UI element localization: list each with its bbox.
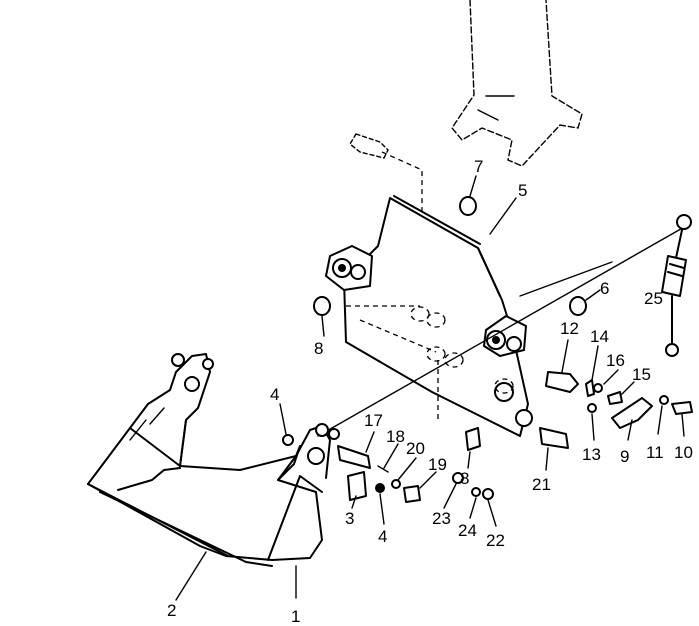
callout-21: 21 (532, 475, 551, 494)
callout-6: 6 (600, 279, 609, 298)
callout-22: 22 (486, 531, 505, 550)
callout-4: 4 (270, 385, 279, 404)
callout-9: 9 (620, 447, 629, 466)
callout-8: 8 (460, 469, 469, 488)
cylinder (661, 214, 692, 357)
callout-24: 24 (458, 521, 477, 540)
callout-7: 7 (474, 157, 483, 176)
leader-lines (175, 175, 685, 601)
callout-5: 5 (518, 181, 527, 200)
callout-16: 16 (606, 351, 625, 370)
callout-10: 10 (674, 443, 693, 462)
callout-2: 2 (167, 601, 176, 620)
assembly-axis-line-2 (519, 261, 613, 297)
callout-23: 23 (432, 509, 451, 528)
callout-19: 19 (428, 455, 447, 474)
callout-13: 13 (582, 445, 601, 464)
callout-3: 3 (345, 509, 354, 528)
boom-arm-outline (451, 0, 583, 167)
callout-18: 18 (386, 427, 405, 446)
assembly-axis-line (317, 225, 687, 437)
callout-25: 25 (644, 289, 663, 308)
callout-20: 20 (406, 439, 425, 458)
callout-11: 11 (646, 443, 664, 462)
callout-15: 15 (632, 365, 651, 384)
bucket (87, 353, 340, 567)
callout-labels: 1 2 3 4 4 5 6 7 8 8 9 10 11 12 13 14 15 … (167, 157, 693, 626)
callout-1: 1 (291, 607, 300, 626)
callout-14: 14 (590, 327, 609, 346)
mounting-bracket (325, 195, 533, 437)
small-parts (282, 196, 693, 503)
callout-17: 17 (364, 411, 383, 430)
callout-8: 8 (314, 339, 323, 358)
callout-12: 12 (560, 319, 579, 338)
callout-4: 4 (378, 527, 387, 546)
